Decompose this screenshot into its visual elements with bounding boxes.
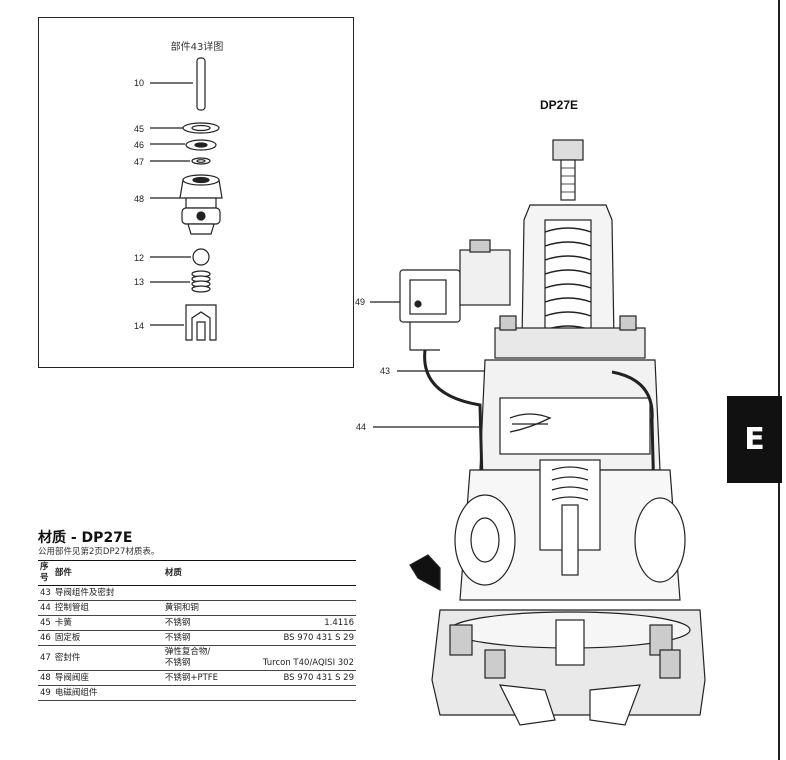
row-no: 44	[38, 600, 53, 616]
row-no: 43	[38, 585, 53, 601]
row-material: 黄铜和铜	[162, 600, 235, 616]
row-material	[162, 685, 235, 701]
row-part: 控制管组	[52, 600, 163, 616]
row-standard	[234, 685, 356, 701]
row-standard: BS 970 431 S 29	[234, 670, 356, 686]
inset-label-47: 47	[134, 157, 145, 167]
table-row: 49 电磁阀组件	[38, 685, 356, 701]
row-part: 卡簧	[52, 615, 163, 631]
materials-header-row: 序号 部件 材质	[38, 560, 356, 586]
row-standard	[234, 600, 356, 616]
section-tab: E	[727, 396, 782, 483]
materials-table: 序号 部件 材质 43 导阀组件及密封 44 控制管组 黄铜和铜 45 卡簧 不…	[38, 560, 356, 701]
row-material: 不锈钢	[162, 615, 235, 631]
row-part: 固定板	[52, 630, 163, 646]
row-material: 不锈钢	[162, 630, 235, 646]
table-row: 43 导阀组件及密封	[38, 585, 356, 601]
materials-subtitle: 公用部件见第2页DP27材质表。	[38, 547, 160, 557]
row-standard: 1.4116	[234, 615, 356, 631]
row-standard: Turcon T40/AQISI 302	[234, 645, 356, 671]
row-standard: BS 970 431 S 29	[234, 630, 356, 646]
page-edge-rule	[778, 0, 780, 760]
materials-title: 材质 - DP27E	[38, 530, 133, 546]
table-row: 45 卡簧 不锈钢 1.4116	[38, 615, 356, 631]
inset-label-10: 10	[134, 78, 145, 88]
model-label: DP27E	[540, 98, 579, 112]
row-no: 46	[38, 630, 53, 646]
callout-49: 49	[355, 297, 366, 307]
callout-44: 44	[356, 422, 367, 432]
row-part: 导阀组件及密封	[52, 585, 163, 601]
row-part: 导阀阀座	[52, 670, 163, 686]
inset-label-14: 14	[134, 321, 145, 331]
row-material	[162, 585, 235, 601]
table-row: 46 固定板 不锈钢 BS 970 431 S 29	[38, 630, 356, 646]
inset-label-48: 48	[134, 194, 145, 204]
inset-label-12: 12	[134, 253, 145, 263]
row-no: 48	[38, 670, 53, 686]
inset-label-46: 46	[134, 140, 145, 150]
row-no: 45	[38, 615, 53, 631]
inset-title: 部件43详图	[170, 42, 224, 53]
table-row: 48 导阀阀座 不锈钢+PTFE BS 970 431 S 29	[38, 670, 356, 686]
row-material: 不锈钢+PTFE	[162, 670, 235, 686]
row-no: 49	[38, 685, 53, 701]
header-standard	[234, 560, 356, 586]
row-part: 电磁阀组件	[52, 685, 163, 701]
header-material: 材质	[162, 560, 235, 586]
detail-inset: 部件43详图 10 45 46 47 48 12 13 14	[38, 17, 354, 368]
row-material: 弹性复合物/ 不锈钢	[162, 645, 235, 671]
header-part: 部件	[52, 560, 163, 586]
header-no: 序号	[38, 560, 53, 586]
table-row: 44 控制管组 黄铜和铜	[38, 600, 356, 616]
callout-43: 43	[380, 366, 391, 376]
row-no: 47	[38, 645, 53, 671]
inset-label-13: 13	[134, 277, 145, 287]
table-row: 47 密封件 弹性复合物/ 不锈钢 Turcon T40/AQISI 302	[38, 645, 356, 671]
row-part: 密封件	[52, 645, 163, 671]
inset-label-45: 45	[134, 124, 145, 134]
row-standard	[234, 585, 356, 601]
